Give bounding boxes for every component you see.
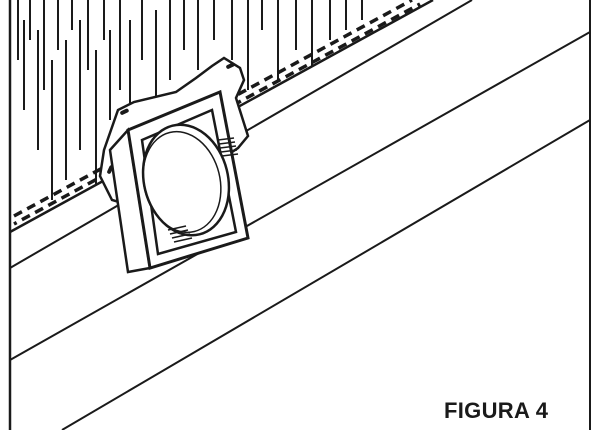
surface-line-2 [9,31,591,361]
figure-caption: FIGURA 4 [444,398,549,423]
flange-slot [226,62,235,69]
vent-damper-rim [142,130,222,234]
wood-siding-wall [17,0,363,200]
flange-slot [120,108,129,115]
dashed-strip-lower [13,2,421,226]
surface-line-3 [61,119,591,430]
hinge-hatching-lower [167,225,193,243]
hinge-hatching-upper [217,137,239,157]
